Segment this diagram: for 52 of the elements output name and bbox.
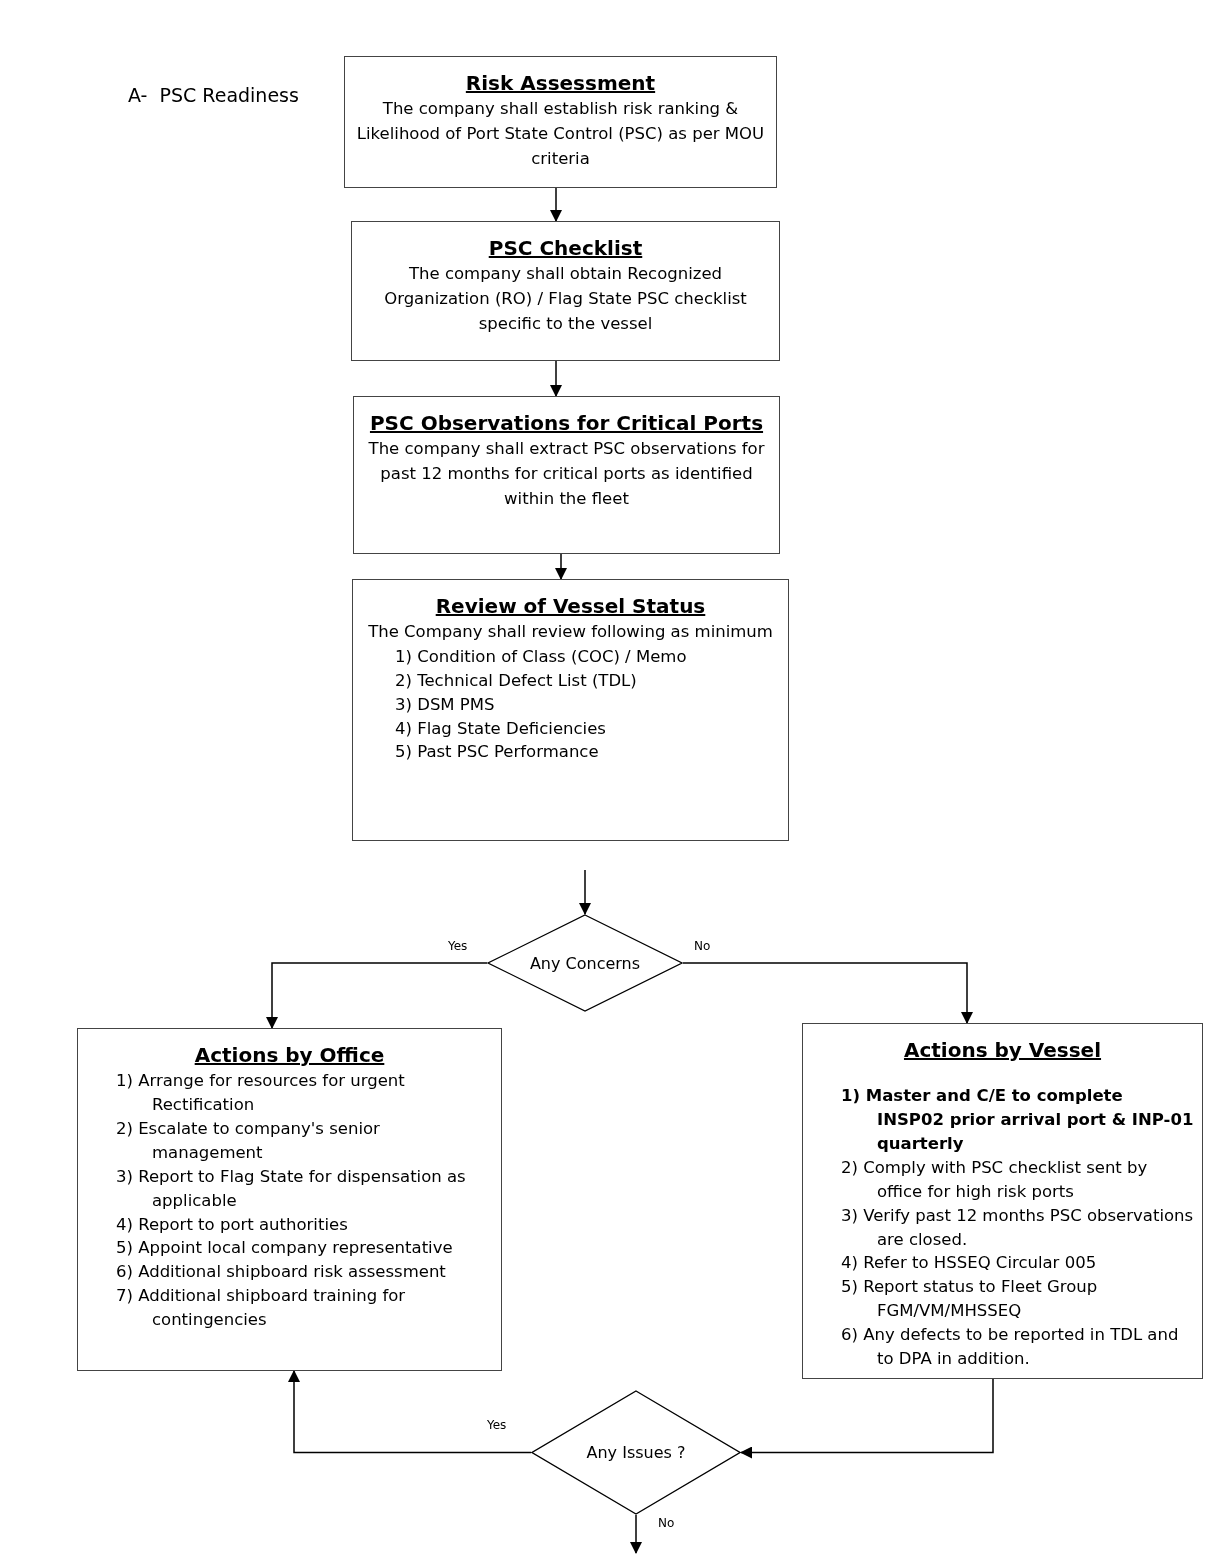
- decision-diamond: [531, 1390, 741, 1515]
- arrow: [682, 962, 973, 1024]
- list-item: 2) Technical Defect List (TDL): [395, 669, 638, 692]
- list-item: 1) Condition of Class (COC) / Memo: [395, 645, 688, 668]
- box-heading: PSC Observations for Critical Ports: [369, 411, 764, 435]
- decision-text: Any Concerns: [529, 953, 641, 973]
- arrow: [550, 187, 562, 222]
- list-item: 7) Additional shipboard training for contingencies: [116, 1285, 407, 1332]
- diagram-title: A- PSC Readiness: [128, 84, 299, 106]
- list-item: 3) Verify past 12 months PSC observations are closed.: [841, 1204, 1194, 1251]
- box-description: The Company shall review following as minimum: [368, 621, 773, 643]
- box-description: The company shall extract PSC observations for past 12 months for critical ports as identified within the fleet: [367, 438, 766, 510]
- list-item: 6) Any defects to be reported in TDL and to DPA in addition.: [841, 1324, 1180, 1371]
- list-item: 2) Comply with PSC checklist sent by office for high risk ports: [841, 1156, 1149, 1203]
- process-box: [351, 221, 780, 361]
- list-item: 5) Appoint local company representative: [116, 1237, 454, 1260]
- list-item: 1) Master and C/E to complete INSP02 prior arrival port & INP-01 quarterly: [841, 1085, 1194, 1155]
- arrow: [630, 1514, 642, 1554]
- box-heading: Actions by Vessel: [903, 1038, 1102, 1062]
- arrow: [740, 1378, 994, 1459]
- list-item: 5) Past PSC Performance: [395, 741, 600, 764]
- list-item: 4) Refer to HSSEQ Circular 005: [841, 1252, 1098, 1275]
- decision-text: Any Issues ?: [586, 1443, 686, 1462]
- list-item: 2) Escalate to company's senior management: [116, 1117, 381, 1164]
- process-box: [77, 1028, 502, 1371]
- edge-label: No: [658, 1516, 675, 1530]
- arrow: [550, 360, 562, 397]
- process-box: [344, 56, 777, 188]
- edge-label: No: [694, 939, 711, 953]
- list-item: 4) Report to port authorities: [116, 1213, 349, 1236]
- box-description: The company shall establish risk ranking & Likelihood of Port State Control (PSC) as per MOU criteria: [355, 98, 766, 170]
- edge-label: Yes: [448, 939, 468, 953]
- list-item: 3) DSM PMS: [395, 693, 496, 716]
- list-item: 6) Additional shipboard risk assessment: [116, 1261, 447, 1284]
- list-item: 4) Flag State Deficiencies: [395, 717, 607, 740]
- list-item: 5) Report status to Fleet Group FGM/VM/MHSSEQ: [841, 1276, 1099, 1323]
- process-box: [802, 1023, 1203, 1379]
- arrow: [555, 553, 567, 580]
- box-heading: Review of Vessel Status: [435, 594, 706, 618]
- decision-diamond: [487, 914, 683, 1012]
- arrow: [266, 962, 488, 1029]
- edge-label: Yes: [487, 1418, 507, 1432]
- process-box: [353, 396, 780, 554]
- list-item: 1) Arrange for resources for urgent Rectification: [116, 1070, 406, 1116]
- list-item: 3) Report to Flag State for dispensation as applicable: [116, 1165, 467, 1212]
- box-heading: Risk Assessment: [465, 71, 656, 95]
- box-description: The company shall obtain Recognized Organization (RO) / Flag State PSC checklist specific to the vessel: [383, 263, 748, 335]
- arrow: [579, 869, 591, 915]
- box-heading: Actions by Office: [194, 1043, 385, 1067]
- box-heading: PSC Checklist: [488, 236, 643, 260]
- arrow: [288, 1370, 532, 1454]
- process-box: [352, 579, 789, 841]
